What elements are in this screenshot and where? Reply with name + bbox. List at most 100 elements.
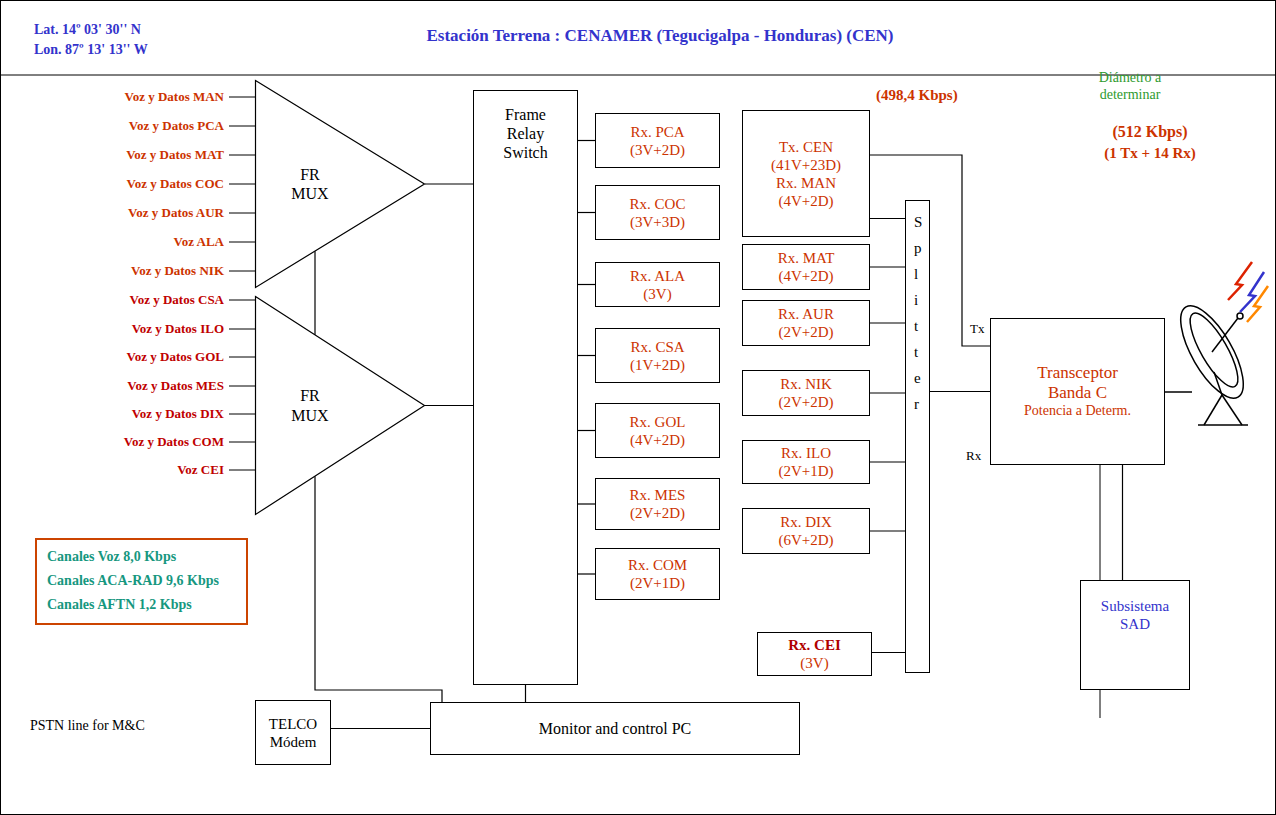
input-channel-label: Voz y Datos DIX — [132, 406, 224, 422]
connector — [578, 140, 595, 141]
box-label: Rx. NIK — [780, 375, 832, 393]
box-label: Rx. COM — [628, 556, 687, 574]
input-wire — [229, 155, 255, 156]
box-label: Rx. ALA — [630, 267, 685, 285]
box-label: (4V+2D) — [630, 431, 685, 449]
antenna-symbol — [1165, 297, 1255, 425]
box-label: Rx. CSA — [630, 338, 684, 356]
equipment-box: Rx. COM(2V+1D) — [595, 548, 720, 600]
connector — [870, 155, 990, 346]
box-label: Tx. CEN — [779, 138, 833, 156]
connector — [578, 430, 595, 431]
input-wire — [229, 184, 255, 185]
box-label: (3V) — [643, 285, 671, 303]
box-label: Rx. MAT — [778, 249, 835, 267]
equipment-box: Tx. CEN(41V+23D)Rx. MAN(4V+2D) — [742, 110, 870, 237]
box-label: (2V+1D) — [778, 462, 833, 480]
box-label: (2V+2D) — [630, 504, 685, 522]
input-wire — [229, 386, 255, 387]
equipment-box: Rx. CSA(1V+2D) — [595, 328, 720, 383]
box-label: Rx. CEI — [788, 636, 841, 654]
channel-rate: Canales Voz 8,0 Kbps — [47, 549, 176, 566]
input-wire — [229, 126, 255, 127]
input-channel-label: Voz y Datos COC — [127, 176, 224, 192]
box-label: Monitor and control PC — [539, 719, 691, 738]
equipment-box: Rx. CEI(3V) — [757, 632, 872, 676]
input-channel-label: Voz ALA — [174, 234, 224, 250]
connector — [578, 284, 595, 285]
box-label: Subsistema SAD — [1090, 597, 1180, 633]
input-wire — [229, 470, 255, 471]
connector — [425, 183, 473, 184]
equipment-box: TELCO Módem — [255, 700, 331, 765]
input-channel-label: Voz y Datos CSA — [130, 292, 225, 308]
input-channel-label: Voz y Datos MAN — [124, 89, 224, 105]
input-wire — [229, 213, 255, 214]
box-label: Rx. ILO — [781, 444, 831, 462]
annotation-label: Lat. 14º 03' 30'' N — [34, 22, 141, 39]
multiplexer-triangle: FR MUX — [255, 296, 425, 515]
input-channel-label: Voz y Datos MES — [127, 378, 224, 394]
connector — [870, 530, 905, 531]
box-label: Rx. AUR — [778, 305, 834, 323]
connector — [331, 728, 430, 729]
box-label: Rx. MES — [630, 486, 686, 504]
annotation-label: Lon. 87º 13' 13'' W — [34, 42, 148, 59]
channel-rate: Canales ACA-RAD 9,6 Kbps — [47, 573, 219, 590]
box-label: (2V+1D) — [630, 574, 685, 592]
input-channel-label: Voz y Datos ILO — [132, 321, 224, 337]
input-wire — [229, 97, 255, 98]
box-label: (4V+2D) — [778, 192, 833, 210]
box-label: Rx. MAN — [776, 174, 836, 192]
input-wire — [229, 329, 255, 330]
equipment-box: Rx. MES(2V+2D) — [595, 478, 720, 530]
equipment-box: Rx. COC(3V+3D) — [595, 185, 720, 240]
multiplexer-outline — [255, 296, 425, 515]
splitter-box: Splitter — [905, 200, 930, 673]
input-channel-label: Voz y Datos AUR — [128, 205, 224, 221]
annotation-label: (498,4 Kbps) — [876, 86, 958, 104]
connector — [315, 476, 442, 702]
connector — [870, 461, 905, 462]
connector — [578, 212, 595, 213]
box-label: Rx. COC — [630, 195, 686, 213]
connector — [578, 503, 595, 504]
equipment-box: Rx. ALA(3V) — [595, 262, 720, 307]
box-label: Transceptor Banda C — [1018, 363, 1138, 404]
box-label: Frame Relay Switch — [486, 105, 566, 163]
box-label: (41V+23D) — [771, 156, 841, 174]
input-channel-label: Voz y Datos MAT — [126, 147, 224, 163]
input-wire — [229, 357, 255, 358]
connector — [1122, 465, 1123, 580]
box-label: (3V) — [800, 654, 828, 672]
channel-rate-box: Canales Voz 8,0 KbpsCanales ACA-RAD 9,6 … — [35, 538, 248, 625]
box-label: TELCO Módem — [262, 715, 324, 751]
mux-label: FR MUX — [283, 165, 338, 203]
signal-bolts — [1228, 262, 1268, 322]
annotation-label: (1 Tx + 14 Rx) — [1104, 144, 1196, 162]
connector — [525, 685, 526, 702]
box-label: Potencia a Determ. — [1024, 403, 1131, 420]
multiplexer-triangle: FR MUX — [255, 80, 425, 288]
connector — [578, 355, 595, 356]
box-label: (3V+2D) — [630, 141, 685, 159]
equipment-box: Rx. PCA(3V+2D) — [595, 113, 720, 168]
annotation-label: (512 Kbps) — [1112, 122, 1187, 141]
equipment-box: Rx. NIK(2V+2D) — [742, 370, 870, 416]
box-label: Rx. DIX — [780, 513, 832, 531]
annotation-label: Rx — [966, 448, 981, 464]
equipment-box: Rx. ILO(2V+1D) — [742, 440, 870, 484]
equipment-box: Frame Relay Switch — [473, 90, 578, 685]
connector — [425, 405, 473, 406]
diagram-title: Estación Terrena : CENAMER (Tegucigalpa … — [426, 26, 893, 46]
connector — [314, 251, 315, 334]
input-channel-label: Voz y Datos NIK — [131, 263, 224, 279]
equipment-box: Transceptor Banda CPotencia a Determ. — [990, 318, 1165, 465]
equipment-box: Rx. AUR(2V+2D) — [742, 300, 870, 346]
connector — [870, 218, 905, 219]
box-label: (3V+3D) — [630, 213, 685, 231]
input-channel-label: Voz y Datos GOL — [127, 349, 224, 365]
